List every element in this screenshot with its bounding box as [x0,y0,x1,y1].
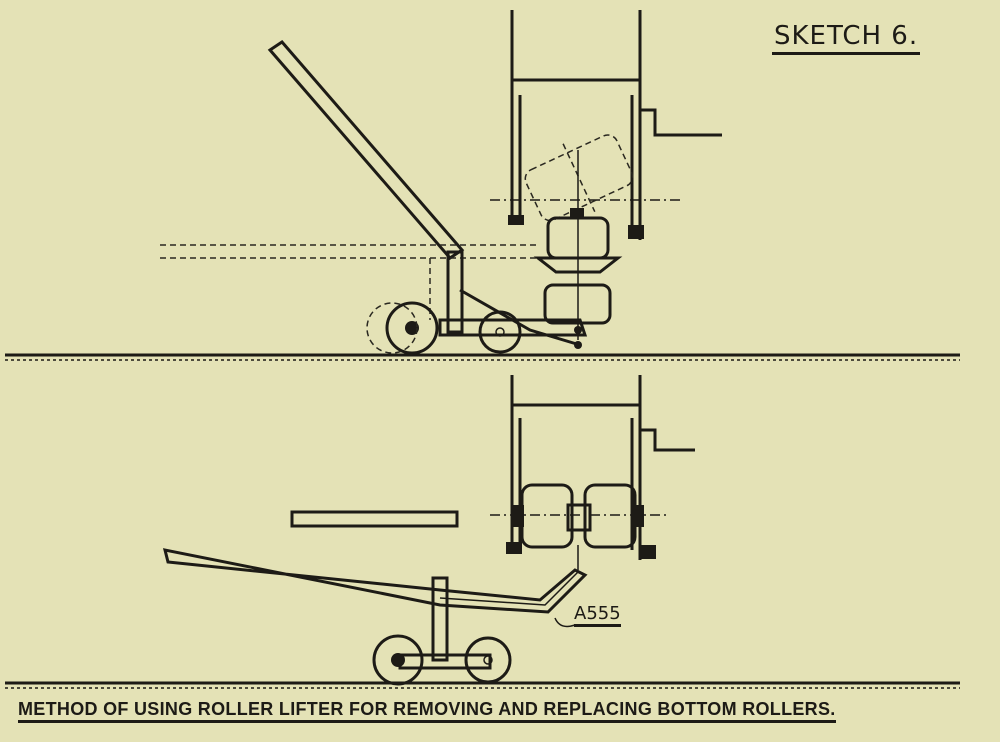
wheels-upper [366,301,522,355]
lower-view [5,375,960,689]
roller-upper [533,208,623,325]
removed-roller-shaft [290,510,459,528]
track-frame-lower [490,375,695,560]
track-frame-upper [490,10,722,240]
caption: METHOD OF USING ROLLER LIFTER FOR REMOVI… [18,698,836,723]
lifter-handle-upper [160,40,588,349]
upper-view [5,10,960,361]
sketch-title: SKETCH 6. [772,22,921,55]
part-label: A555 [574,604,621,627]
roller-lower [512,483,644,549]
wheels-lower [372,634,512,686]
roller-tilted-dashed [524,134,634,222]
